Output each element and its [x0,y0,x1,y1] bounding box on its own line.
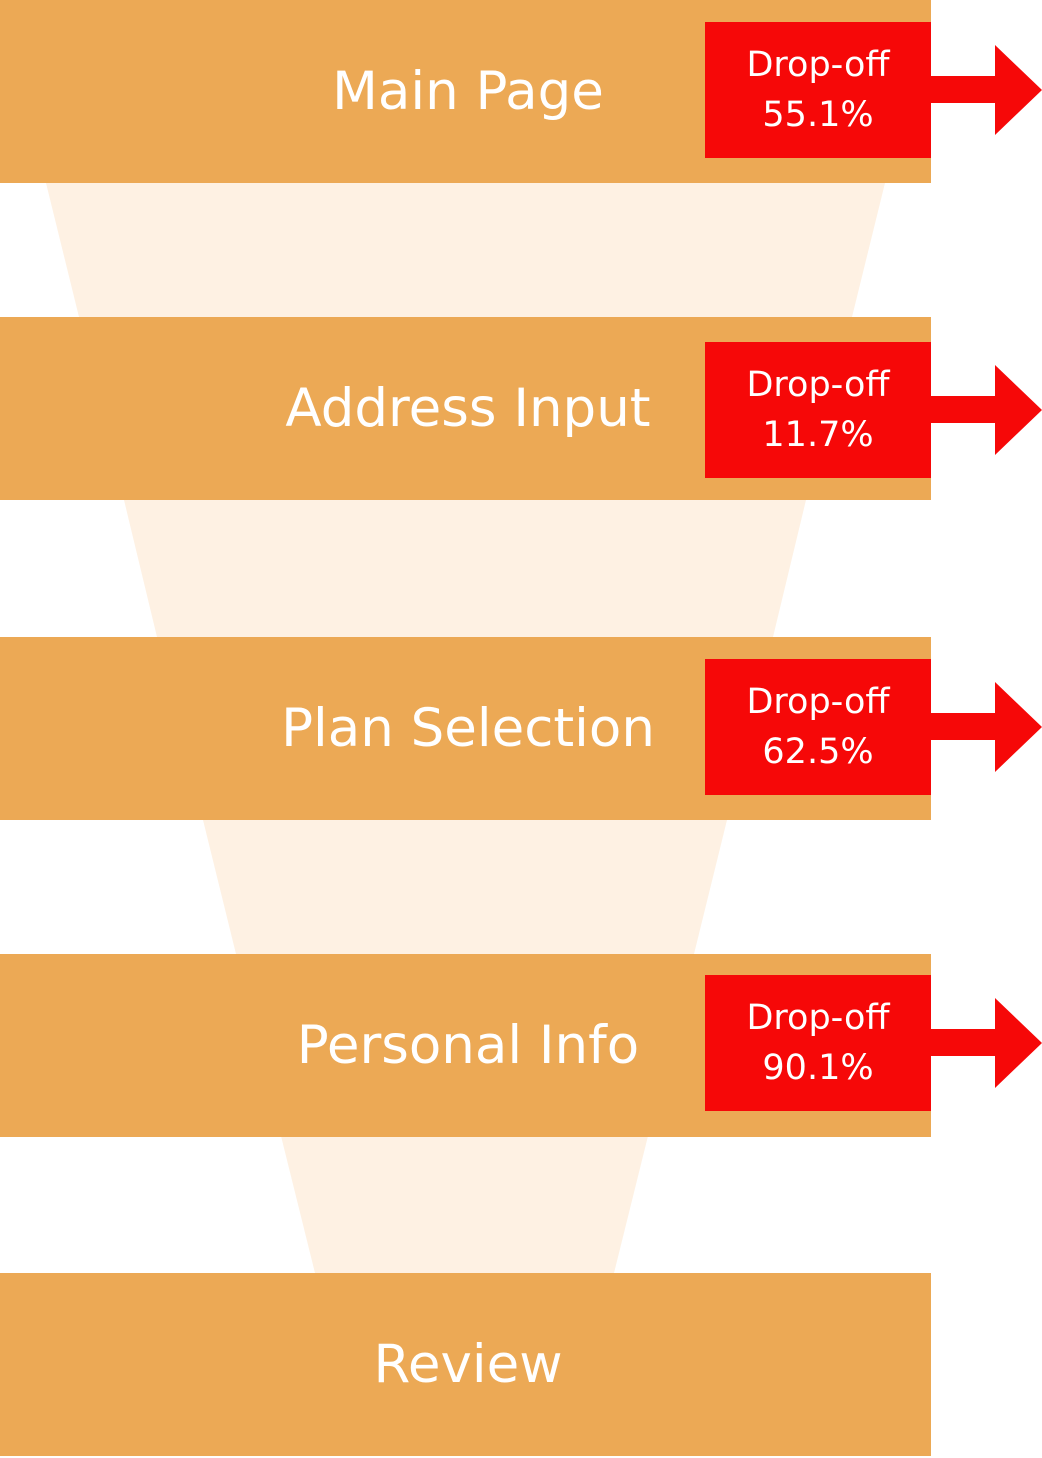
dropoff-value: 11.7% [762,415,874,455]
stage-label: Review [373,1334,563,1395]
dropoff-value: 62.5% [762,732,874,772]
dropoff-box: Drop-off 11.7% [705,342,931,478]
dropoff-box: Drop-off 55.1% [705,22,931,158]
stage-label: Personal Info [296,1015,640,1076]
dropoff-label: Drop-off [746,682,890,722]
dropoff-arrow-icon [931,45,1042,135]
stage-label: Main Page [332,61,604,122]
dropoff-arrow-icon [931,682,1042,772]
dropoff-arrow-icon [931,365,1042,455]
connector-2 [124,500,806,637]
stage-label: Plan Selection [281,698,655,759]
dropoff-label: Drop-off [746,998,890,1038]
stage-label: Address Input [285,378,651,439]
connector-4 [281,1136,648,1273]
dropoff-label: Drop-off [746,365,890,405]
dropoff-arrow-icon [931,998,1042,1088]
dropoff-label: Drop-off [746,45,890,85]
funnel-stage-review: Review [0,1273,931,1456]
dropoff-value: 90.1% [762,1048,874,1088]
connector-1 [46,183,885,317]
dropoff-box: Drop-off 62.5% [705,659,931,795]
connector-3 [203,820,727,954]
dropoff-value: 55.1% [762,95,874,135]
dropoff-box: Drop-off 90.1% [705,975,931,1111]
